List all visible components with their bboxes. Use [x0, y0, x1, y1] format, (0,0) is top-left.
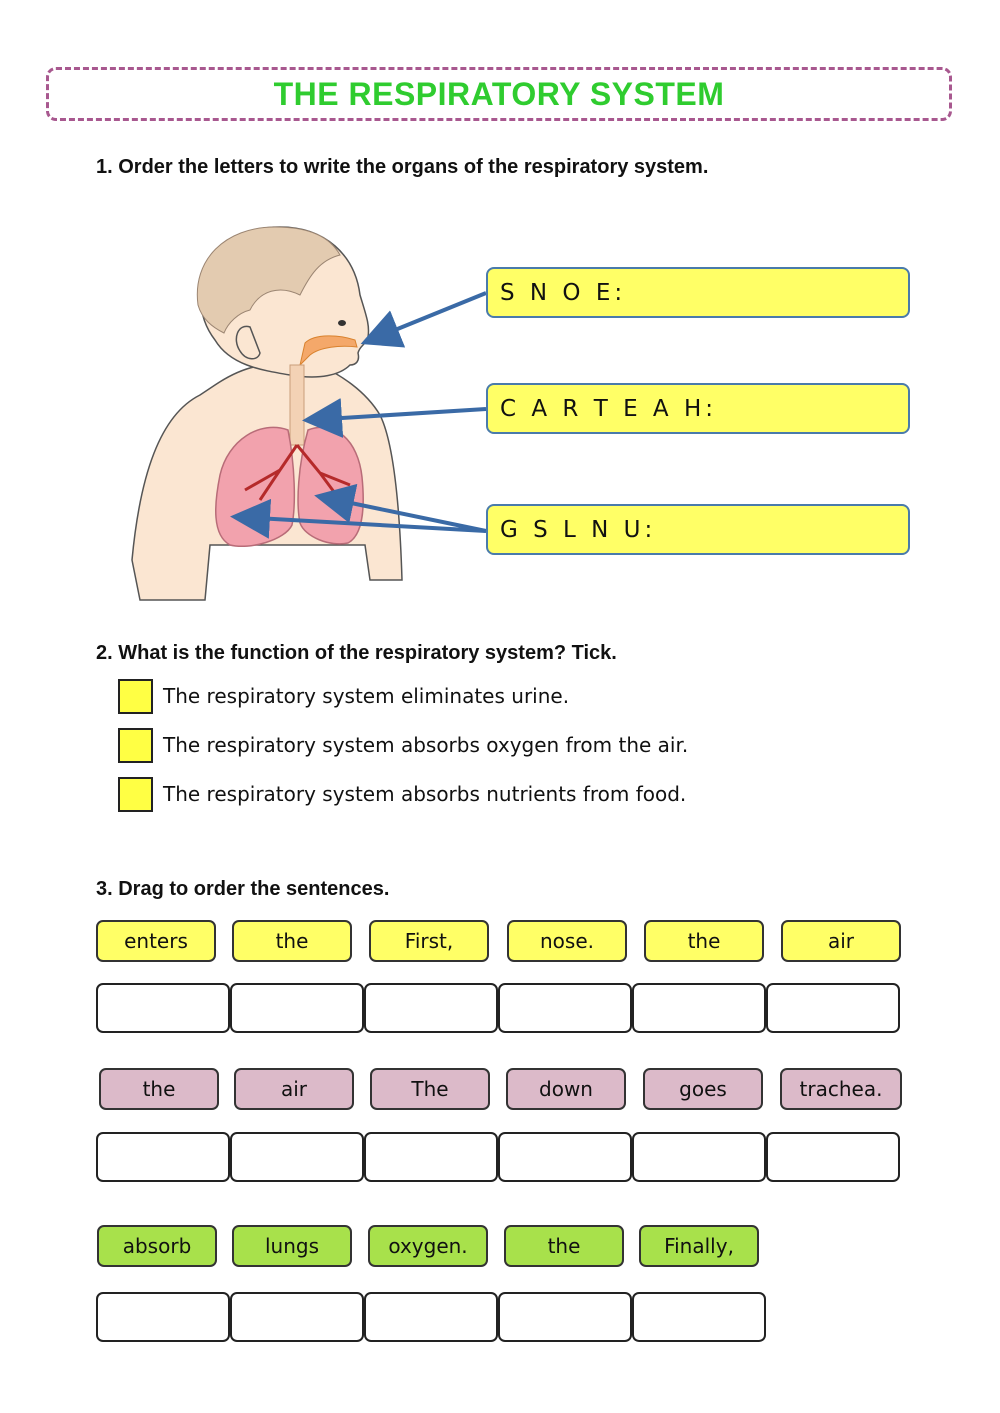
word-chip[interactable]: the [99, 1068, 219, 1110]
drop-slot[interactable] [364, 1292, 498, 1342]
drop-slot[interactable] [632, 1132, 766, 1182]
word-chip[interactable]: enters [96, 920, 216, 962]
word-chip[interactable]: air [781, 920, 901, 962]
word-chip[interactable]: the [504, 1225, 624, 1267]
option-text: The respiratory system absorbs oxygen fr… [163, 733, 689, 757]
tick-checkbox[interactable] [118, 727, 153, 763]
drop-slot[interactable] [766, 983, 900, 1033]
drop-slot[interactable] [230, 1132, 364, 1182]
question-3: 3. Drag to order the sentences. [96, 878, 390, 900]
drop-slot-row [96, 1292, 766, 1342]
word-chip[interactable]: the [644, 920, 764, 962]
scrambled-word-lungs: G S L N U: [500, 516, 657, 543]
drop-slot[interactable] [632, 983, 766, 1033]
option-row: The respiratory system absorbs nutrients… [118, 775, 686, 813]
word-chip[interactable]: oxygen. [368, 1225, 488, 1267]
question-2: 2. What is the function of the respirato… [96, 642, 617, 664]
scrambled-word-nose: S N O E: [500, 279, 627, 306]
option-row: The respiratory system absorbs oxygen fr… [118, 726, 688, 764]
drop-slot[interactable] [498, 1292, 632, 1342]
drop-slot[interactable] [230, 983, 364, 1033]
title-frame: THE RESPIRATORY SYSTEM [46, 67, 952, 121]
question-1: 1. Order the letters to write the organs… [96, 156, 709, 178]
drop-slot[interactable] [632, 1292, 766, 1342]
trachea-shape [289, 364, 305, 446]
drop-slot-row [96, 983, 900, 1033]
drop-slot-row [96, 1132, 900, 1182]
child-eye [338, 320, 346, 326]
drop-slot[interactable] [498, 1132, 632, 1182]
child-hair [196, 226, 341, 334]
word-chip[interactable]: Finally, [639, 1225, 759, 1267]
word-chip[interactable]: nose. [507, 920, 627, 962]
answer-box-nose[interactable]: S N O E: [486, 267, 910, 318]
word-chip[interactable]: lungs [232, 1225, 352, 1267]
bronchi [244, 444, 351, 501]
drop-slot[interactable] [364, 1132, 498, 1182]
nasal-passage [299, 335, 358, 367]
word-chip[interactable]: The [370, 1068, 490, 1110]
drop-slot[interactable] [96, 1132, 230, 1182]
drop-slot[interactable] [498, 983, 632, 1033]
drop-slot[interactable] [96, 1292, 230, 1342]
word-chip[interactable]: the [232, 920, 352, 962]
drop-slot[interactable] [364, 983, 498, 1033]
drop-slot[interactable] [230, 1292, 364, 1342]
word-chip[interactable]: air [234, 1068, 354, 1110]
scrambled-word-trachea: C A R T E A H: [500, 395, 717, 422]
word-chip[interactable]: absorb [97, 1225, 217, 1267]
word-chip[interactable]: goes [643, 1068, 763, 1110]
option-text: The respiratory system absorbs nutrients… [163, 782, 687, 806]
arrow-nose [360, 291, 487, 348]
page-title: THE RESPIRATORY SYSTEM [273, 75, 725, 112]
drop-slot[interactable] [766, 1132, 900, 1182]
option-row: The respiratory system eliminates urine. [118, 677, 569, 715]
respiratory-illustration [131, 226, 487, 601]
child-ear [235, 325, 261, 360]
tick-checkbox[interactable] [118, 776, 153, 812]
arrow-lung-right [314, 483, 487, 533]
answer-box-trachea[interactable]: C A R T E A H: [486, 383, 910, 434]
drop-slot[interactable] [96, 983, 230, 1033]
word-chip[interactable]: First, [369, 920, 489, 962]
option-text: The respiratory system eliminates urine. [163, 684, 570, 708]
arrow-lung-left [230, 498, 487, 539]
tick-checkbox[interactable] [118, 678, 153, 714]
word-chip[interactable]: trachea. [780, 1068, 902, 1110]
answer-box-lungs[interactable]: G S L N U: [486, 504, 910, 555]
word-chip[interactable]: down [506, 1068, 626, 1110]
arrow-trachea [302, 398, 487, 438]
